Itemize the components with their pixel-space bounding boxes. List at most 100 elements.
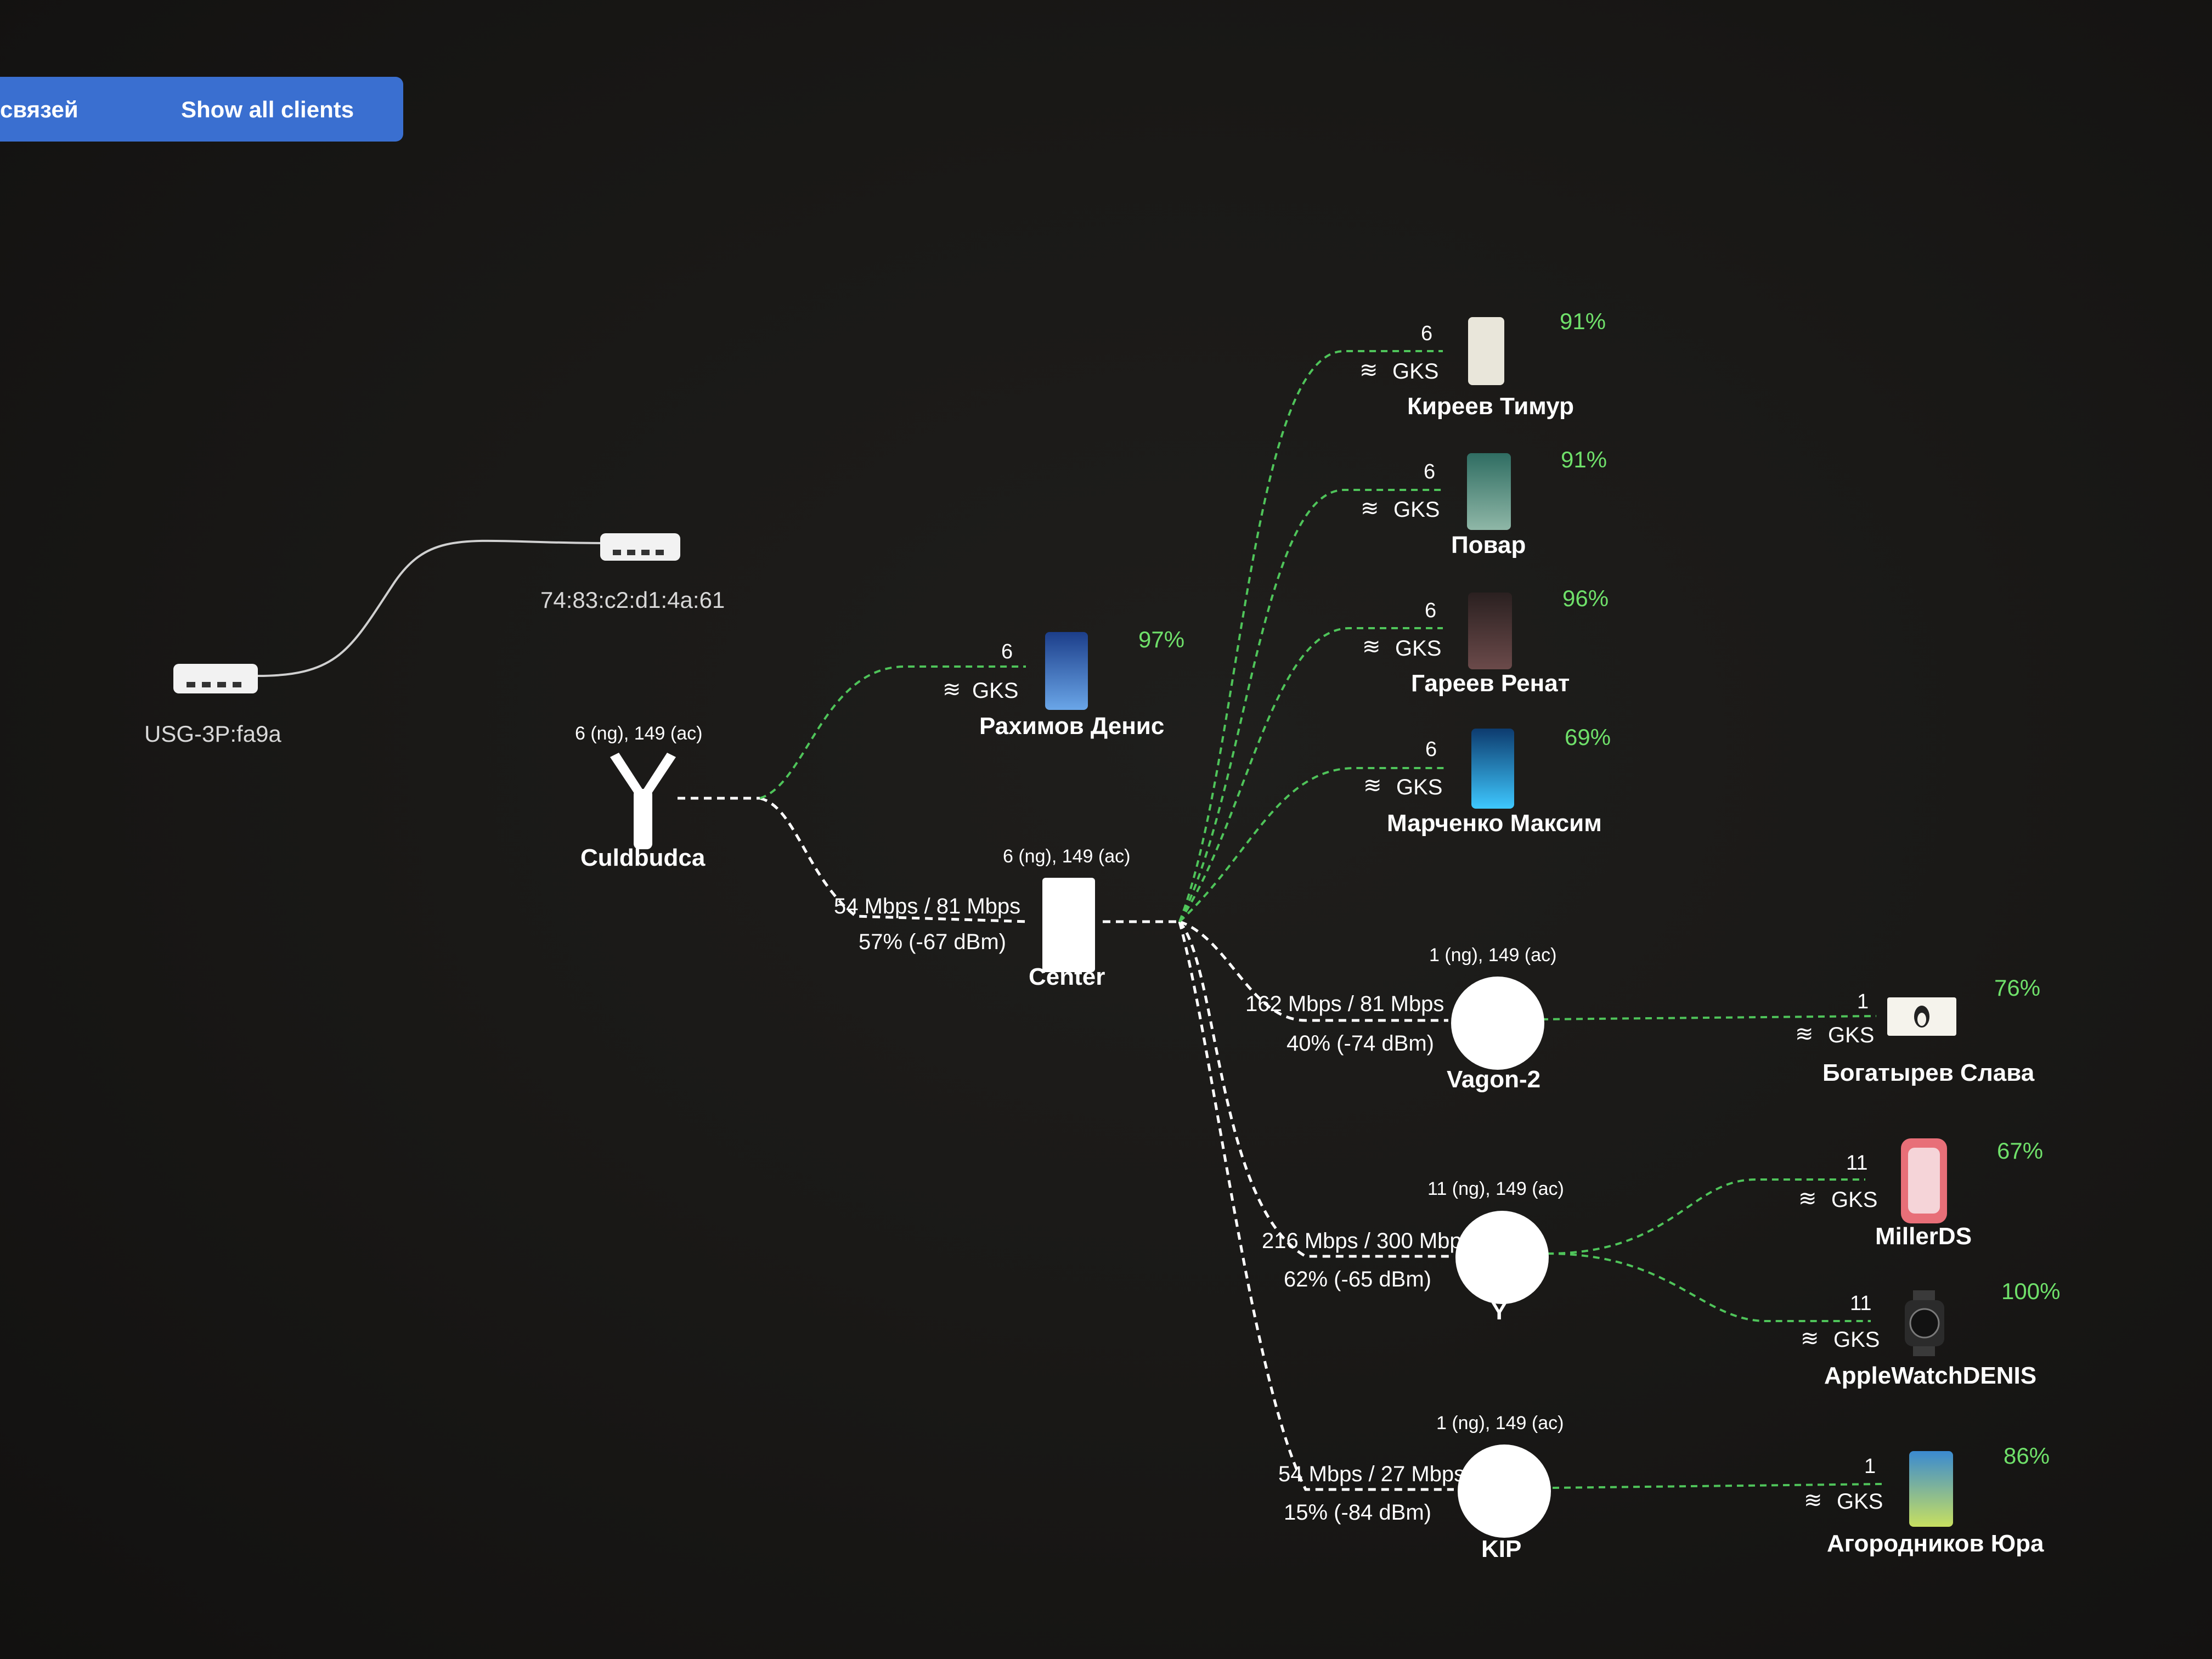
client-quality: 91%: [1560, 308, 1606, 334]
client-ssid: GKS: [1828, 1023, 1874, 1047]
client-channel: 6: [1424, 460, 1435, 483]
ap-kip[interactable]: 1 (ng), 149 (ac) KIP 54 Mbps / 27 Mbps 1…: [1278, 1413, 1564, 1562]
wifi-icon: ≋: [1359, 358, 1378, 382]
client-quality: 91%: [1561, 447, 1607, 472]
client-channel: 1: [1864, 1455, 1876, 1478]
uplink-rate: 162 Mbps / 81 Mbps: [1245, 992, 1444, 1016]
uplink-signal: 62% (-65 dBm): [1284, 1267, 1431, 1291]
client-node[interactable]: 6 ≋ GKS 91% Повар: [1361, 447, 1607, 558]
wireless-link-bogatyrev: [1541, 1015, 1877, 1020]
client-channel: 11: [1846, 1152, 1867, 1175]
client-quality: 76%: [1994, 975, 2040, 1001]
wireless-link-kireev: [1178, 350, 1443, 922]
ap-name: KIP: [1481, 1536, 1521, 1562]
wireless-link-marchenko: [1178, 767, 1448, 923]
round-ap-icon: [1458, 1444, 1551, 1538]
wifi-icon: ≋: [1795, 1022, 1814, 1046]
ap-name: Y: [1491, 1298, 1507, 1325]
client-quality: 97%: [1138, 627, 1184, 652]
client-node[interactable]: 6 ≋ GKS 69% Марченко Максим: [1363, 724, 1611, 837]
client-ssid: GKS: [1833, 1328, 1880, 1352]
client-quality: 67%: [1997, 1138, 2043, 1164]
client-channel: 6: [1425, 738, 1437, 761]
ap-vagon2[interactable]: 1 (ng), 149 (ac) Vagon-2 162 Mbps / 81 M…: [1245, 945, 1556, 1093]
wireless-link-agorodnikov: [1552, 1483, 1882, 1489]
wifi-icon: ≋: [1804, 1488, 1822, 1513]
wifi-icon: ≋: [1363, 774, 1382, 798]
client-node[interactable]: 1 ≋ GKS 86% Агородников Юра: [1804, 1443, 2050, 1557]
client-name: Богатырев Слава: [1822, 1059, 2035, 1086]
apple-ipad-icon: [1468, 317, 1504, 385]
android-phone-icon: [1468, 592, 1512, 669]
switch-node[interactable]: 74:83:c2:d1:4a:61: [540, 533, 725, 613]
gateway-label: USG-3P:fa9a: [144, 721, 281, 747]
client-node[interactable]: 11 ≋ GKS 100% AppleWatchDENIS: [1801, 1278, 2060, 1389]
client-ssid: GKS: [1392, 359, 1438, 383]
round-ap-icon: [1451, 977, 1544, 1070]
gateway-icon: [173, 664, 258, 693]
filter-links-button[interactable]: связей: [0, 97, 78, 122]
client-quality: 100%: [2001, 1278, 2060, 1304]
client-channel: 6: [1425, 599, 1436, 622]
round-ap-icon: [1455, 1211, 1549, 1304]
ap-channels: 6 (ng), 149 (ac): [1003, 846, 1130, 867]
wifi-icon: ≋: [1798, 1187, 1817, 1211]
client-name: Гареев Ренат: [1411, 670, 1570, 697]
client-channel: 1: [1857, 990, 1869, 1013]
client-ssid: GKS: [1393, 498, 1440, 522]
ap-name: Vagon-2: [1447, 1066, 1541, 1093]
client-channel: 6: [1001, 640, 1013, 663]
client-name: Марченко Максим: [1387, 810, 1602, 837]
client-quality: 69%: [1565, 724, 1611, 750]
client-node[interactable]: 6 ≋ GKS 91% Киреев Тимур: [1359, 308, 1606, 420]
client-ssid: GKS: [1831, 1188, 1877, 1212]
client-ssid: GKS: [1395, 636, 1441, 661]
client-quality: 96%: [1562, 585, 1609, 611]
uplink-rate: 216 Mbps / 300 Mbps: [1262, 1229, 1473, 1253]
wifi-icon: ≋: [1362, 635, 1381, 659]
wired-link-gateway-switch: [257, 539, 604, 677]
client-filter-toolbar: связей Show all clients: [0, 77, 403, 142]
wireless-link-povar: [1178, 489, 1443, 922]
client-ssid: GKS: [972, 679, 1018, 703]
android-phone-icon: [1467, 453, 1511, 530]
client-ssid: GKS: [1837, 1489, 1883, 1514]
ap-channels: 1 (ng), 149 (ac): [1436, 1413, 1564, 1434]
android-phone-icon: [1471, 729, 1514, 809]
ap-y[interactable]: 11 (ng), 149 (ac) Y 216 Mbps / 300 Mbps …: [1262, 1178, 1564, 1325]
ap-culdbudca[interactable]: 6 (ng), 149 (ac) Culdbudca: [575, 723, 706, 871]
android-phone-icon: [1909, 1451, 1953, 1527]
ap-center[interactable]: 6 (ng), 149 (ac) Center 54 Mbps / 81 Mbp…: [834, 846, 1130, 990]
client-name: MillerDS: [1875, 1223, 1972, 1250]
wireless-link-applewatch: [1547, 1252, 1871, 1322]
client-channel: 6: [1421, 322, 1432, 345]
client-node[interactable]: 6 ≋ GKS 96% Гареев Ренат: [1362, 585, 1609, 697]
android-phone-icon: [1045, 632, 1088, 710]
client-node[interactable]: 1 ≋ GKS 76% Богатырев Слава: [1795, 975, 2040, 1086]
client-name: Рахимов Денис: [979, 713, 1164, 740]
mesh-link-y: [1178, 921, 1454, 1258]
client-name: Агородников Юра: [1827, 1530, 2044, 1557]
wall-ap-icon: [1042, 878, 1095, 972]
wireless-link-millerds: [1547, 1178, 1865, 1255]
show-all-clients-button[interactable]: Show all clients: [181, 97, 354, 122]
client-ssid: GKS: [1396, 775, 1442, 799]
ap-channels: 11 (ng), 149 (ac): [1427, 1178, 1564, 1199]
ap-channels: 6 (ng), 149 (ac): [575, 723, 702, 744]
client-channel: 11: [1850, 1292, 1871, 1315]
ap-name: Culdbudca: [580, 844, 706, 871]
gateway-node[interactable]: USG-3P:fa9a: [144, 664, 281, 747]
mesh-link-kip: [1178, 921, 1454, 1491]
wifi-icon: ≋: [943, 678, 961, 702]
ap-name: Center: [1029, 963, 1105, 990]
client-node[interactable]: 11 ≋ GKS 67% MillerDS: [1798, 1138, 2043, 1250]
uplink-rate: 54 Mbps / 27 Mbps: [1278, 1462, 1465, 1486]
client-name: Повар: [1451, 532, 1526, 558]
switch-icon: [600, 533, 680, 561]
client-quality: 86%: [2004, 1443, 2050, 1469]
uplink-rate: 54 Mbps / 81 Mbps: [834, 894, 1020, 918]
client-name: AppleWatchDENIS: [1824, 1362, 2036, 1389]
client-node[interactable]: 6 ≋ GKS 97% Рахимов Денис: [943, 627, 1184, 740]
mesh-link-center: [759, 797, 1029, 923]
